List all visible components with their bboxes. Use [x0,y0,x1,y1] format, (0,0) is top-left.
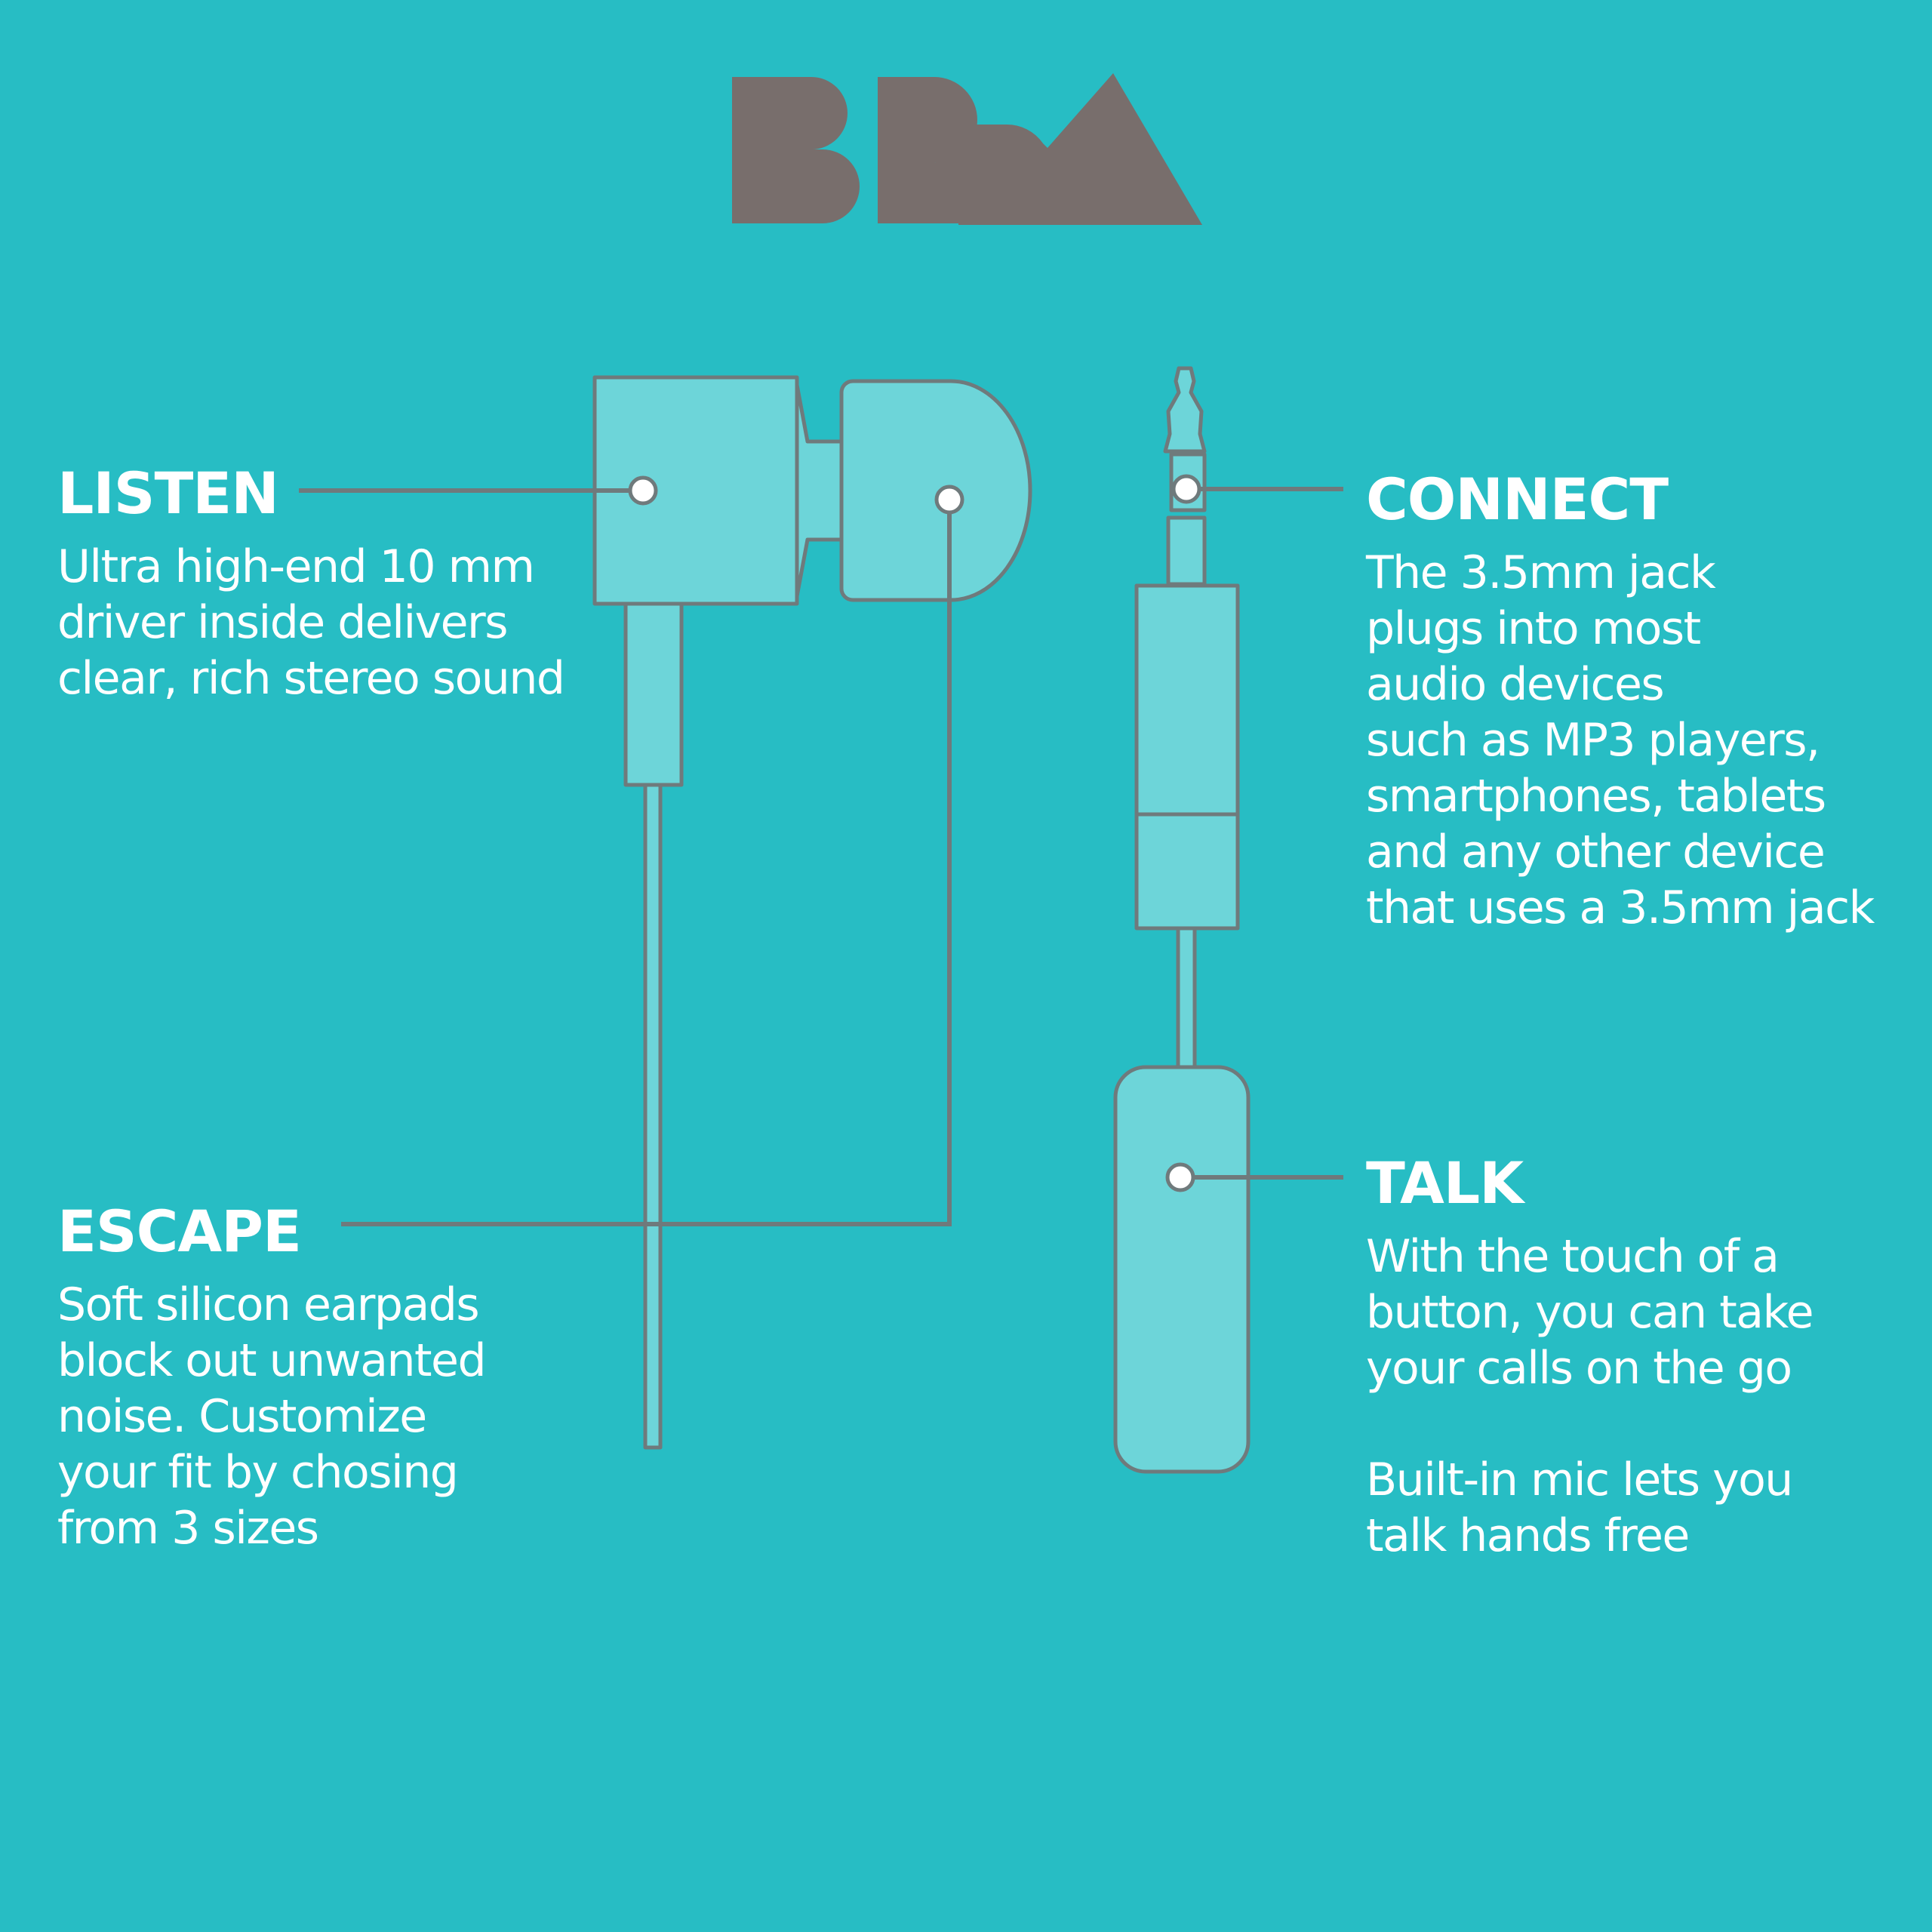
callout-markers [628,474,1201,1192]
escape-line: block out unwanted [57,1334,487,1387]
talk-line: Built-in mic lets you [1366,1454,1793,1506]
escape-title: ESCAPE [57,1198,302,1265]
escape-line: Soft silicon earpads [57,1278,480,1331]
earbud-stem [623,601,684,787]
logo-mountain-shape [936,73,1202,225]
listen-line: driver inside delivers [57,596,508,649]
connect-title: CONNECT [1366,466,1669,533]
talk-line: talk hands free [1366,1509,1690,1562]
talk-title: TALK [1366,1149,1524,1217]
mic-remote [1113,1065,1251,1474]
jack-housing-upper [1134,583,1240,817]
earbud-illustration [592,375,1032,1450]
listen-line: clear, rich stereo sound [57,652,565,705]
talk-line: your calls on the go [1366,1342,1792,1395]
earbud-cable [643,783,663,1450]
talk-marker-dot [1165,1162,1195,1192]
connect-line: that uses a 3.5mm jack [1366,881,1875,934]
connect-line: smartphones, tablets [1366,770,1826,823]
jack-sleeve [1166,515,1207,586]
talk-line: button, you can take [1366,1286,1814,1339]
connect-marker-dot [1171,474,1201,504]
escape-callout: ESCAPE Soft silicon earpads block out un… [57,1198,487,1556]
jack-illustration [1113,366,1251,1474]
jack-housing-lower [1134,812,1240,931]
escape-line: from 3 sizes [57,1502,319,1555]
talk-callout: TALK With the touch of a button, you can… [1366,1149,1814,1564]
connect-line: plugs into most [1366,602,1701,655]
paragraph-spacer [1366,1396,1813,1452]
logo-letter-b [732,77,860,223]
bpm-logo [732,73,1202,225]
listen-callout: LISTEN Ultra high-end 10 mm driver insid… [57,460,565,706]
listen-description: Ultra high-end 10 mm driver inside deliv… [57,539,565,706]
connect-line: The 3.5mm jack [1366,546,1716,599]
connect-line: audio devices [1366,658,1665,711]
connect-description: The 3.5mm jack plugs into most audio dev… [1366,545,1875,936]
connect-line: such as MP3 players, [1366,714,1820,767]
connect-callout: CONNECT The 3.5mm jack plugs into most a… [1366,466,1875,936]
leader-lines [299,487,1343,1226]
listen-title: LISTEN [57,460,279,527]
escape-description: Soft silicon earpads block out unwanted … [57,1277,487,1556]
connect-line: and any other device [1366,826,1826,878]
listen-marker-dot [628,475,658,506]
escape-line: noise. Customize [57,1390,427,1443]
mic-cable [1176,926,1197,1069]
jack-plug-tip [1163,366,1207,454]
talk-line: With the touch of a [1366,1230,1780,1283]
escape-marker-dot [934,485,964,515]
listen-line: Ultra high-end 10 mm [57,540,535,593]
logo-letter-p [878,77,977,223]
escape-line: your fit by chosing [57,1446,459,1499]
escape-leader-line [341,500,952,1226]
earbud-tip [839,379,1032,602]
talk-description: With the touch of a button, you can take… [1366,1229,1814,1564]
